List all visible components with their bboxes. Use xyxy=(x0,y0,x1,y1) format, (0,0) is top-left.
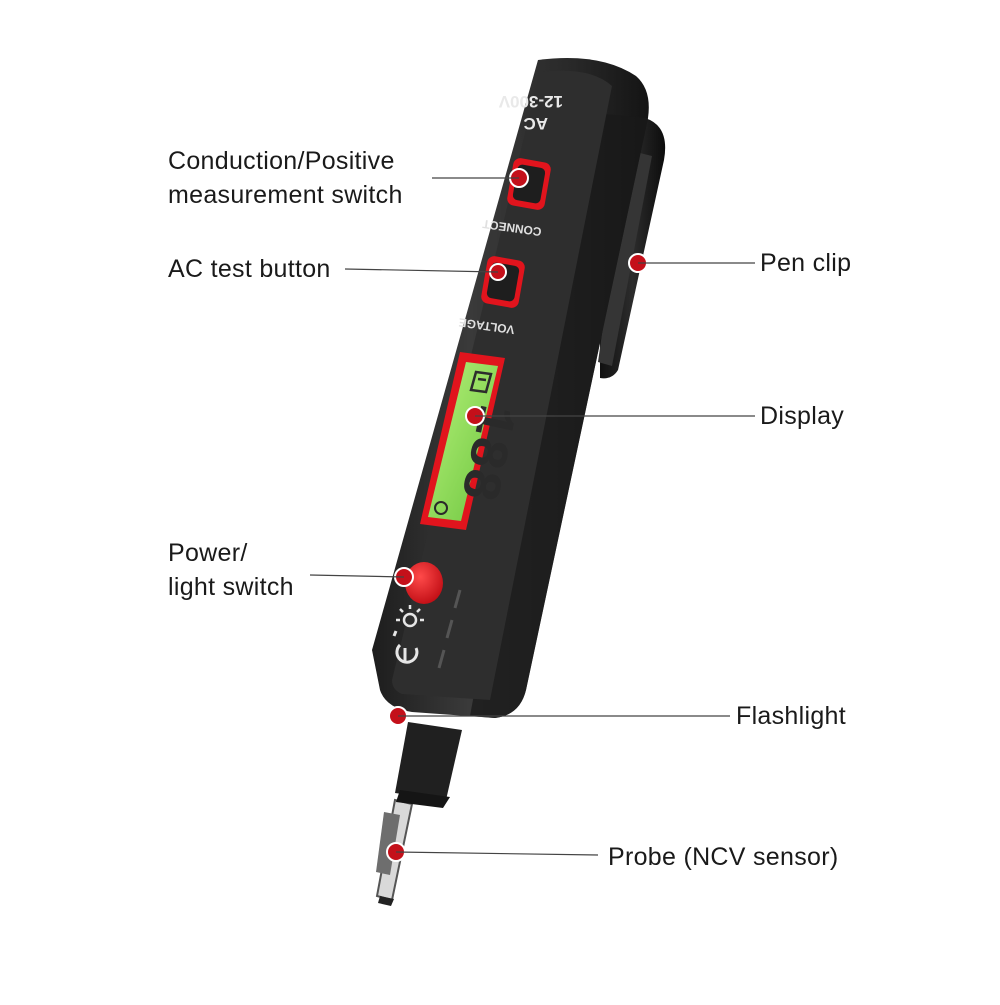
pen-clip-label: Pen clip xyxy=(760,249,852,277)
probe-leader xyxy=(395,851,599,856)
pen-body xyxy=(372,58,649,718)
power-label-line1: Power/ xyxy=(168,539,248,567)
bulb-icon xyxy=(396,605,424,628)
probe-collar xyxy=(395,722,462,808)
power-leader xyxy=(309,574,405,578)
power-switch-label: Power/ light switch xyxy=(168,536,294,604)
probe-label: Probe (NCV sensor) xyxy=(608,843,839,871)
power-icon xyxy=(392,630,419,664)
leader-lines xyxy=(309,177,755,856)
conduction-switch-label: Conduction/Positive measurement switch xyxy=(168,144,403,212)
range-text: 12-300V xyxy=(498,92,563,111)
lcd-bulb-icon xyxy=(434,501,448,515)
ac-test-button-label: AC test button xyxy=(168,255,331,283)
conduction-label-line1: Conduction/Positive xyxy=(168,147,395,175)
power-button[interactable] xyxy=(405,562,443,604)
range-label: 12-300V AC xyxy=(498,92,563,133)
display-label: Display xyxy=(760,402,845,430)
power-label-line2: light switch xyxy=(168,573,294,601)
flashlight-label: Flashlight xyxy=(736,702,846,730)
conduction-label-line2: measurement switch xyxy=(168,181,403,209)
mode-text: AC xyxy=(523,114,548,133)
ac-test-leader xyxy=(344,268,499,273)
